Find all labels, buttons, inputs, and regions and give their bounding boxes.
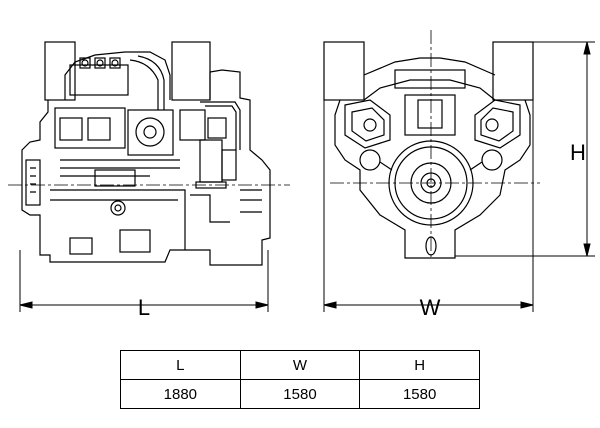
engine-drawing: L	[8, 30, 595, 320]
length-label: L	[138, 295, 150, 320]
engine-front-view	[323, 41, 534, 259]
value-length: 1880	[120, 379, 241, 409]
engine-side-view	[21, 41, 271, 266]
length-dimension	[19, 250, 269, 312]
header-width: W	[239, 350, 361, 380]
header-height: H	[359, 350, 480, 380]
width-label: W	[420, 295, 441, 320]
value-height: 1580	[359, 379, 480, 409]
height-dimension	[455, 41, 595, 257]
width-dimension	[323, 100, 534, 312]
dimensions-table: L W H 1880 1580 1580	[120, 350, 480, 409]
dimensions-value-row: 1880 1580 1580	[120, 379, 480, 409]
value-width: 1580	[239, 379, 361, 409]
height-label: H	[570, 140, 586, 165]
dimensions-header-row: L W H	[120, 350, 480, 380]
header-length: L	[120, 350, 241, 380]
